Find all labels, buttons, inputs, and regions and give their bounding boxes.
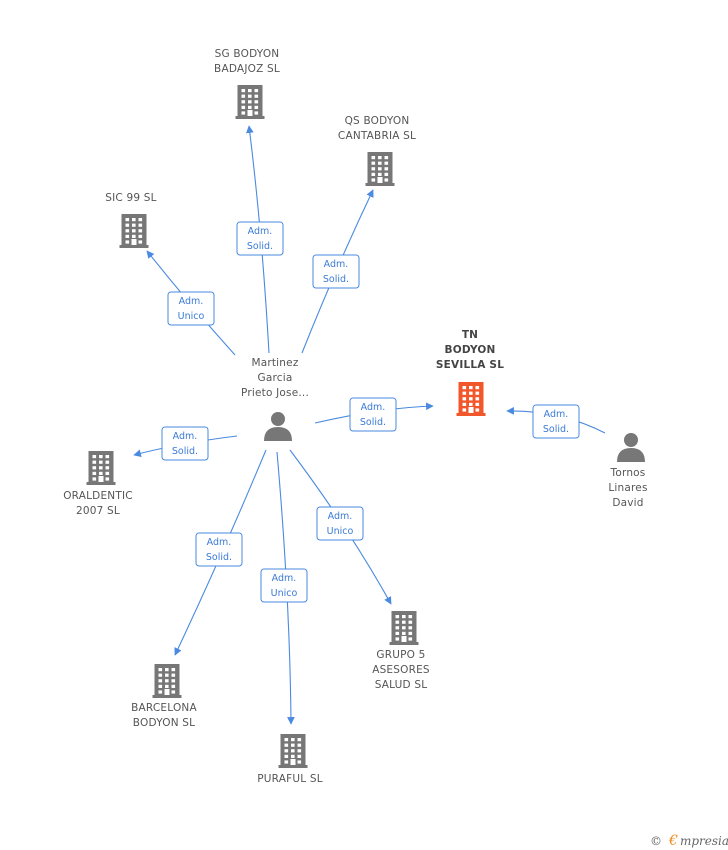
edge-label-text: Adm. xyxy=(248,226,273,237)
edge-label-box[interactable] xyxy=(195,532,243,567)
building-icon xyxy=(389,611,419,645)
node-label: SEVILLA SL xyxy=(436,359,504,371)
edge-label-text: Solid. xyxy=(206,552,232,563)
building-icon xyxy=(152,664,182,698)
node-label: PURAFUL SL xyxy=(257,773,323,785)
node-barcelona[interactable]: BARCELONA BODYON SL xyxy=(131,664,197,729)
edge-label-text: Adm. xyxy=(207,537,232,548)
edge-label-text: Adm. xyxy=(324,259,349,270)
edge-tornos: Adm. Solid. xyxy=(506,404,606,439)
node-label: BODYON xyxy=(444,344,495,356)
node-label: SIC 99 SL xyxy=(105,192,156,204)
edge-oral: Adm. Solid. xyxy=(133,426,238,461)
building-icon xyxy=(86,451,116,485)
brand-initial: € xyxy=(668,833,678,849)
building-icon xyxy=(365,152,395,186)
edge-barcelona: Adm. Solid. xyxy=(174,449,267,656)
building-icon xyxy=(119,214,149,248)
edge-label-box[interactable] xyxy=(260,568,308,603)
edge-label-box[interactable] xyxy=(236,221,284,256)
edge-label-box[interactable] xyxy=(349,397,397,432)
edge-label-box[interactable] xyxy=(312,254,360,289)
edge-label-text: Unico xyxy=(178,311,205,322)
brand-name: mpresia xyxy=(680,834,728,848)
edge-sic: Adm. Unico xyxy=(146,250,236,356)
node-label: TN xyxy=(462,329,478,341)
node-label: Garcia xyxy=(258,372,293,384)
edge-label-text: Adm. xyxy=(361,402,386,413)
node-label: Linares xyxy=(608,482,647,494)
footer-logo: © € mpresia xyxy=(650,833,728,849)
node-label: CANTABRIA SL xyxy=(338,130,416,142)
edge-label-text: Adm. xyxy=(179,296,204,307)
edge-label-text: Solid. xyxy=(323,274,349,285)
node-sg[interactable]: SG BODYON BADAJOZ SL xyxy=(214,48,280,119)
edge-sg: Adm. Solid. xyxy=(236,125,284,354)
edge-label-text: Solid. xyxy=(172,446,198,457)
edge-label-text: Solid. xyxy=(543,424,569,435)
edge-label-box[interactable] xyxy=(161,426,209,461)
node-puraful[interactable]: PURAFUL SL xyxy=(257,734,323,785)
node-label: SG BODYON xyxy=(215,48,280,60)
edge-label-text: Solid. xyxy=(247,241,273,252)
edge-qs: Adm. Solid. xyxy=(301,189,374,354)
node-label: Tornos xyxy=(610,467,646,479)
edge-label-text: Adm. xyxy=(272,573,297,584)
node-label: QS BODYON xyxy=(345,115,410,127)
edge-label-box[interactable] xyxy=(167,291,215,326)
node-label: Prieto Jose... xyxy=(241,387,309,399)
edge-label-text: Unico xyxy=(271,588,298,599)
edge-puraful: Adm. Unico xyxy=(260,451,308,725)
copyright-symbol: © xyxy=(650,834,662,848)
node-label: 2007 SL xyxy=(76,505,120,517)
node-label: ORALDENTIC xyxy=(63,490,133,502)
node-label: SALUD SL xyxy=(375,679,428,691)
node-sic[interactable]: SIC 99 SL xyxy=(105,192,157,248)
node-oral[interactable]: ORALDENTIC 2007 SL xyxy=(63,451,133,517)
building-icon xyxy=(278,734,308,768)
node-qs[interactable]: QS BODYON CANTABRIA SL xyxy=(338,115,416,186)
edge-tn: Adm. Solid. xyxy=(314,397,434,432)
node-grupo5[interactable]: GRUPO 5 ASESORES SALUD SL xyxy=(372,611,430,691)
node-label: BADAJOZ SL xyxy=(214,63,280,75)
edge-label-text: Adm. xyxy=(544,409,569,420)
building-icon xyxy=(235,85,265,119)
node-label: ASESORES xyxy=(372,664,430,676)
edge-label-box[interactable] xyxy=(316,506,364,541)
edge-label-text: Unico xyxy=(327,526,354,537)
node-label: Martinez xyxy=(251,357,298,369)
person-icon xyxy=(617,433,645,462)
edge-label-text: Solid. xyxy=(360,417,386,428)
edge-label-text: Adm. xyxy=(173,431,198,442)
person-icon xyxy=(264,412,292,441)
edges-layer: Adm.Solid.Adm.Solid.Adm.UnicoAdm.Solid.A… xyxy=(133,125,606,725)
node-label: BODYON SL xyxy=(133,717,195,729)
edge-label-box[interactable] xyxy=(532,404,580,439)
edge-grupo5: Adm. Unico xyxy=(289,449,392,605)
building-icon xyxy=(456,382,486,416)
node-tn[interactable]: TN BODYON SEVILLA SL xyxy=(436,329,504,416)
edge-label-text: Adm. xyxy=(328,511,353,522)
node-label: David xyxy=(612,497,643,509)
node-label: GRUPO 5 xyxy=(376,649,425,661)
node-label: BARCELONA xyxy=(131,702,197,714)
